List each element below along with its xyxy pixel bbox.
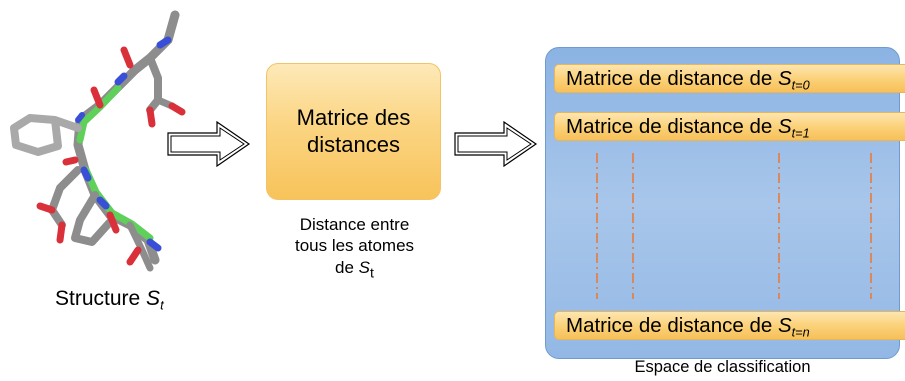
matrix-row-t0: Matrice de distance de St=0 [554, 64, 905, 93]
distance-matrix-description: Distance entre tous les atomes de St [272, 214, 437, 283]
matrix-row-label: Matrice de distance de [566, 314, 778, 337]
matrix-row-tn: Matrice de distance de St=n [554, 311, 905, 340]
distance-matrix-title-line1: Matrice des [296, 105, 411, 131]
classification-caption: Espace de classification [634, 358, 811, 376]
matrix-row-symbol: S [777, 67, 792, 90]
arrow-right-icon [454, 121, 538, 167]
distance-matrix-title: Matrice des distances [297, 105, 411, 158]
classification-space-panel: Matrice de distance de St=0 Matrice de d… [545, 47, 905, 359]
matrix-row-label: Matrice de distance de [566, 67, 778, 90]
molecule-structure-image [10, 10, 186, 272]
desc-line1: Distance entre [299, 215, 410, 234]
desc-subscript: t [370, 265, 374, 282]
distance-matrix-title-line2: distances [307, 131, 400, 157]
distance-matrix-box: Matrice des distances [266, 63, 441, 200]
structure-caption: Structure St [55, 287, 164, 313]
matrix-row-t1: Matrice de distance de St=1 [554, 112, 905, 141]
desc-line3: de St [272, 257, 437, 283]
matrix-row-label: Matrice de distance de [566, 115, 778, 138]
structure-caption-text: Structure [55, 287, 147, 310]
structure-subscript: t [160, 297, 164, 313]
matrix-row-symbol: S [777, 115, 792, 138]
arrow-right-icon [167, 121, 251, 167]
structure-symbol: S [146, 287, 161, 310]
desc-line3-text: de [335, 257, 359, 277]
matrix-row-subscript: t=n [791, 324, 810, 340]
continuation-dashes [596, 153, 872, 299]
matrix-row-subscript: t=0 [791, 77, 810, 93]
desc-symbol: S [358, 257, 371, 277]
matrix-row-symbol: S [777, 314, 792, 337]
desc-line2: tous les atomes [294, 236, 415, 256]
matrix-row-subscript: t=1 [791, 125, 810, 141]
